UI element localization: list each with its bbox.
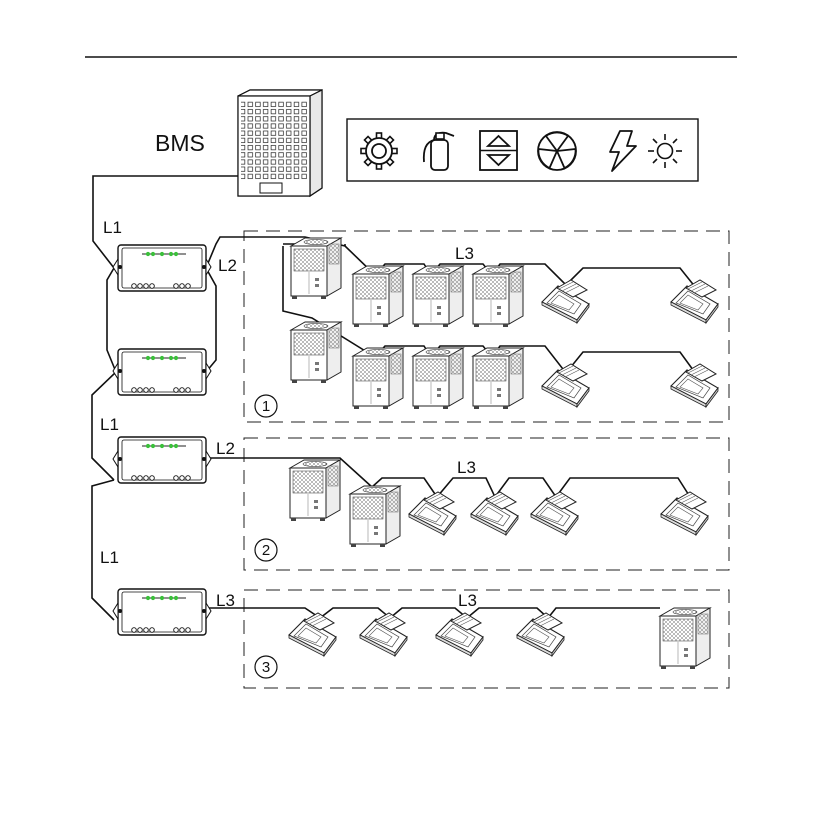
indoor-cassette-unit (671, 364, 718, 407)
indoor-cassette-unit (517, 613, 564, 656)
wire-label-l1: L1 (100, 548, 119, 567)
up-down-arrows-icon (480, 131, 517, 170)
indoor-cassette-unit (409, 492, 456, 535)
zone-1-number: 1 (262, 398, 270, 415)
bms-building-icon (238, 90, 322, 196)
outdoor-unit (350, 486, 400, 547)
outdoor-unit (353, 266, 403, 327)
indoor-cassette-unit (531, 492, 578, 535)
wire-label-l1: L1 (100, 415, 119, 434)
wire-label-l3: L3 (457, 458, 476, 477)
indoor-cassette-unit (360, 613, 407, 656)
zone-2-marker: 2 (255, 539, 277, 561)
gateway-3 (113, 437, 211, 483)
gateway-1 (113, 245, 211, 291)
bms-label: BMS (155, 130, 205, 156)
indoor-cassette-unit (671, 280, 718, 323)
wire-label-l3: L3 (455, 244, 474, 263)
indoor-cassette-unit (436, 613, 483, 656)
wire-label-l2: L2 (218, 256, 237, 275)
outdoor-unit (473, 266, 523, 327)
indoor-cassette-unit (542, 364, 589, 407)
zone-1-marker: 1 (255, 395, 277, 417)
wire-label-l3: L3 (216, 591, 235, 610)
zone-2-number: 2 (262, 542, 270, 559)
indoor-cassette-unit (289, 613, 336, 656)
outdoor-unit (473, 348, 523, 409)
outdoor-unit (291, 238, 341, 299)
wire-label-l3: L3 (458, 591, 477, 610)
wire-label-l1: L1 (103, 218, 122, 237)
indoor-cassette-unit (471, 492, 518, 535)
zone-3-number: 3 (262, 659, 270, 676)
sun-icon (648, 134, 682, 168)
outdoor-unit (353, 348, 403, 409)
indoor-cassette-unit (661, 492, 708, 535)
icon-panel (347, 119, 698, 181)
gateway-4 (113, 589, 211, 635)
outdoor-unit (290, 460, 340, 521)
outdoor-unit (291, 322, 341, 383)
wire-label-l2: L2 (216, 439, 235, 458)
zone-3-marker: 3 (255, 656, 277, 678)
gear-icon (361, 133, 397, 169)
gateway-2 (113, 349, 211, 395)
outdoor-unit (660, 608, 710, 669)
outdoor-unit (413, 266, 463, 327)
indoor-cassette-unit (542, 280, 589, 323)
outdoor-unit (413, 348, 463, 409)
